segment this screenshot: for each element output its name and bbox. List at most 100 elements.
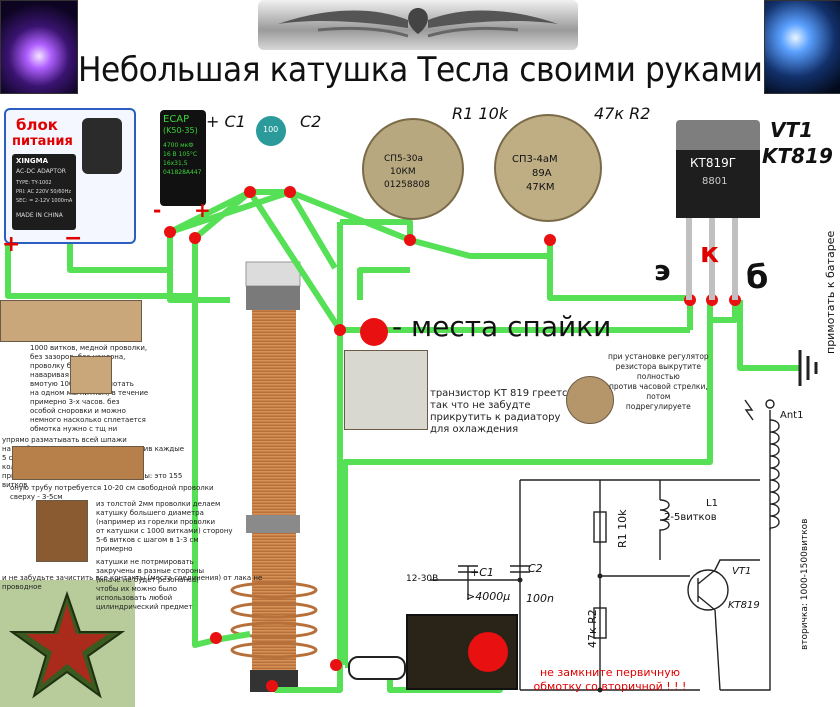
primary-joint-photo (406, 614, 518, 690)
transistor-vt1-label: VT1 (770, 118, 814, 142)
left-note-1-2: проволку берем, не (30, 362, 103, 370)
sch-c1-value: >4000µ (466, 590, 511, 603)
left-note-1-0: 1000 витков, медной проволки, (30, 344, 148, 352)
psu-plus: + (2, 232, 21, 257)
pin-e-label: э (654, 254, 671, 287)
left-note-1-6: примерно 3-х часов. без (30, 398, 120, 406)
left-note-4: из толстой 2мм проволки делаем катушку б… (96, 500, 233, 554)
regulator-note-3: против часовой стрелки, (608, 382, 708, 391)
left-note-4-3: от катушки с 1000 витками) сторону (96, 527, 233, 535)
pin-b-label: б (746, 258, 769, 296)
r2-body-2: 47КМ (526, 182, 555, 193)
joint-solder-dot (468, 632, 508, 672)
left-note-5-5: цилиндрический предмет (96, 603, 193, 611)
warning-1: обмотку со вторичной ! ! ! (533, 680, 687, 693)
adapter-plug-icon (82, 118, 122, 174)
page-title: Небольшая катушка Тесла своими руками (78, 50, 763, 90)
pin-k-label: к (700, 236, 720, 269)
sch-r2: 47к R2 (586, 609, 599, 648)
sch-l1-turns: 2-5витков (664, 512, 717, 523)
left-note-5-4: использовать любой (96, 594, 173, 602)
transistor-note-1: так что не забудте (430, 400, 531, 411)
battery-note: примотать к батарее (824, 230, 837, 354)
left-note-5-0: катушки не потрмировать (96, 558, 194, 566)
sch-vt1: VT1 (732, 566, 752, 577)
potentiometer-photo (566, 376, 614, 424)
left-note-1-8: немного насколько сплетается (30, 416, 146, 424)
c1-label: + C1 (206, 112, 246, 131)
pointing-hand-icon (348, 656, 406, 680)
sch-voltage: 12-30В (406, 574, 439, 584)
resistor-r1: СП5-30а 10КМ 01258808 (362, 118, 464, 220)
r1-body-1: 10КМ (390, 167, 416, 177)
transistor-body-0: КТ819Г (690, 156, 737, 170)
r2-body-1: 89А (532, 168, 552, 179)
short-circuit-warning: не замкните первичную обмотку со вторичн… (520, 666, 700, 694)
transistor-radiator-photo (344, 350, 428, 430)
winding-photo-3 (12, 446, 144, 480)
left-note-5-2: (иначе не будет резонанса) (96, 576, 199, 584)
secondary-coil (245, 261, 301, 692)
left-note-6-1: проводное (2, 583, 42, 591)
regulator-note-5: подрегулируете (625, 402, 691, 411)
transistor-note-0: транзистор КТ 819 греется, (430, 388, 577, 399)
power-supply: блок питания XINGMA AC-DC ADAPTOR TYPE: … (4, 108, 136, 244)
sch-secondary: вторичка: 1000-1500витков (800, 518, 810, 650)
left-note-4-5: примерно (96, 545, 133, 553)
sch-ant: Ant1 (780, 410, 804, 421)
sch-c1: +C1 (470, 566, 494, 579)
r2-body-0: СП3-4аМ (512, 154, 558, 165)
ground-icon (798, 350, 818, 386)
r1-body-0: СП5-30а (384, 154, 423, 164)
left-note-5-1: закручены в разные стороны (96, 567, 205, 575)
solder-legend-text: - места спайки (392, 310, 612, 343)
left-note-4-0: из толстой 2мм проволки делаем (96, 500, 221, 508)
left-note-5-3: чтобы их можно было (96, 585, 178, 593)
left-note-3-1: сверху - 3-5см (10, 493, 63, 501)
left-note-1-9: обмотка нужно с тщ ни (30, 425, 118, 433)
r1-body-2: 01258808 (384, 180, 430, 190)
left-note-4-1: катушку большего диаметра (96, 509, 204, 517)
transistor-part-label: KT819 (762, 144, 833, 168)
sch-l1: L1 (706, 498, 718, 509)
sch-c2-value: 100n (526, 592, 554, 605)
plasma-image (0, 0, 78, 94)
transistor-note-3: для охлаждения (430, 424, 519, 435)
left-note-3-0: оную трубу потребуется 10-20 см свободно… (10, 484, 214, 492)
left-note-4-2: (например из горелки проволки (96, 518, 216, 526)
psu-sec: SEC: = 2-12V 1000mA (16, 198, 73, 204)
left-note-1-10: упрямо разматывать всей шпажи (2, 436, 127, 444)
winding-photo-4 (36, 500, 88, 562)
c1-body-0: ECAP (163, 114, 190, 125)
pin-e-lead (686, 218, 692, 300)
transistor-note-2: прикрутить к радиатору (430, 412, 561, 423)
winding-photo-2 (70, 356, 112, 394)
red-star-icon (0, 580, 135, 707)
warning-0: не замкните первичную (539, 666, 681, 679)
schematic (430, 399, 780, 691)
left-note-5: катушки не потрмировать закручены в разн… (96, 558, 204, 612)
psu-pri: PRI: AC 220V 50/60Hz (16, 189, 71, 195)
c1-body-5: 041828A447 (163, 169, 202, 176)
left-note-6: и не забудьте зачистить все контакты (ме… (2, 574, 262, 592)
regulator-note: при установке регулятор резистора выкрут… (608, 352, 709, 412)
c1-body-2: 4700 мкФ (163, 142, 194, 149)
resistor-r2: СП3-4аМ 89А 47КМ (494, 114, 602, 222)
c2-body: 100 (263, 125, 279, 134)
regulator-note-0: при установке регулятор (608, 352, 709, 361)
psu-brand: XINGMA (16, 157, 48, 165)
left-note-1-7: особой сноровки и можно (30, 407, 126, 415)
winged-scarab-icon (278, 8, 558, 38)
psu-made: MADE IN CHINA (16, 212, 63, 219)
c1-body-3: 16 В 105°C (163, 151, 198, 158)
psu-type: TYPE: TY-1002 (16, 180, 52, 186)
left-note-1-3: наваривая (30, 371, 69, 379)
regulator-note-1: резистора выкрутите (615, 362, 702, 371)
c1-body-1: (K50-35) (163, 126, 198, 135)
r2-label: 47к R2 (594, 104, 651, 123)
transistor-body-1: 8801 (702, 176, 728, 187)
pin-b-lead (732, 218, 738, 300)
sch-r1: R1 10k (616, 509, 629, 548)
left-note-6-0: и не забудьте зачистить все контакты (ме… (2, 574, 263, 582)
egyptian-banner-image (258, 0, 578, 50)
